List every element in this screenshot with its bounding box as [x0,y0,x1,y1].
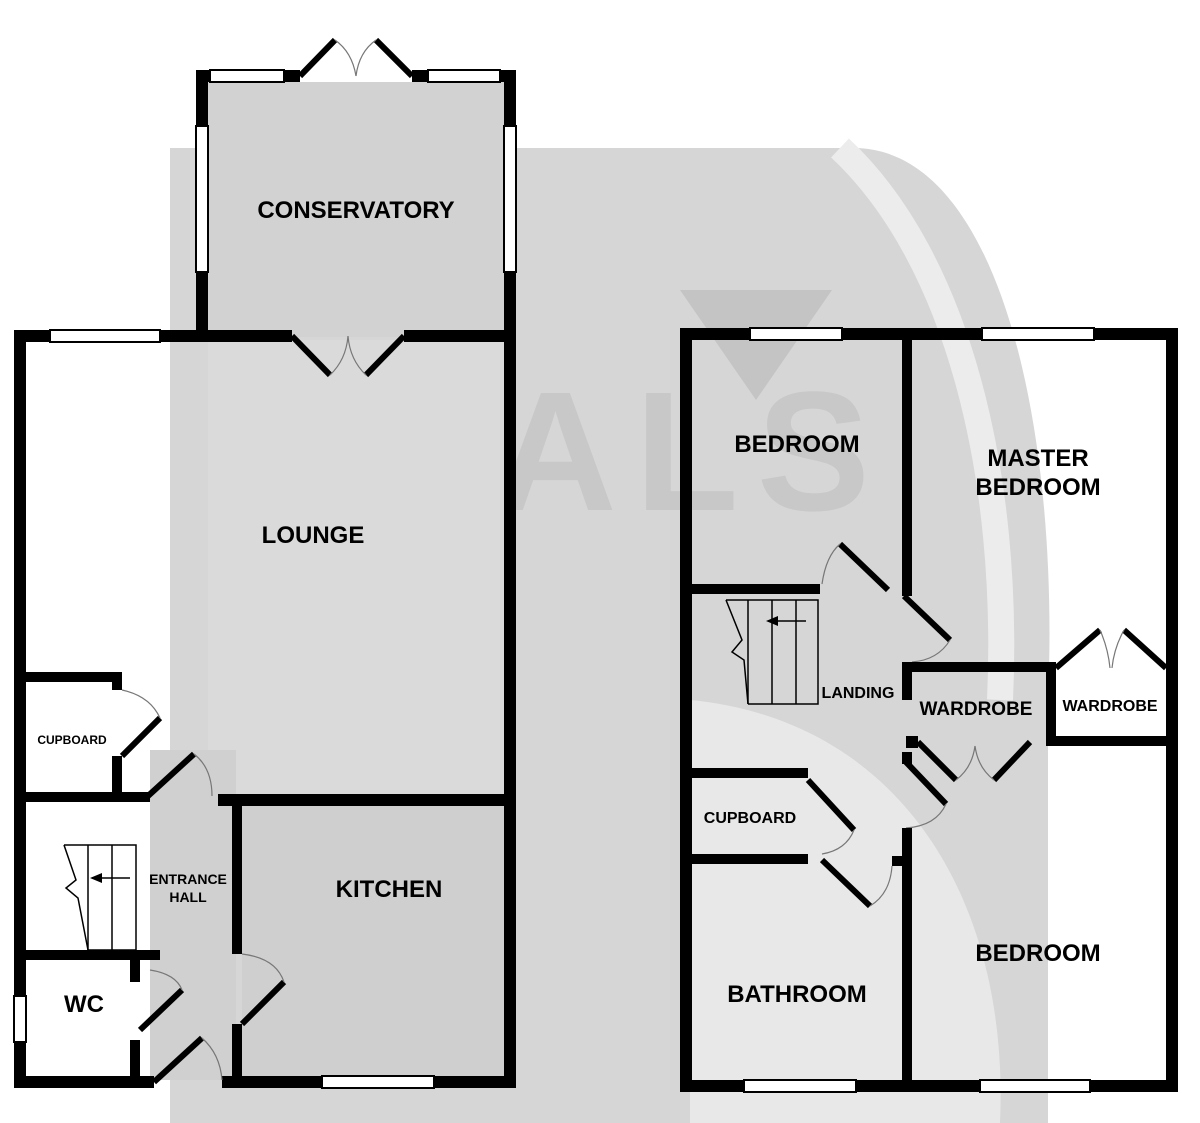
landing-label: LANDING [822,685,895,702]
cupboard-label-first-floor: CUPBOARD [704,810,796,827]
wardrobe-1-label: WARDROBE [920,699,1033,720]
first-floor: BEDROOM MASTER BEDROOM LANDING WARDROBE … [680,327,1178,1093]
kitchen-label: KITCHEN [336,876,443,903]
master-bedroom-label-line2: BEDROOM [975,474,1100,501]
ground-floor: CONSERVATORY LOUNGE CUPBOARD ENTRANCE HA… [13,37,517,1089]
lounge-area [208,340,504,800]
master-bedroom-label-line1: MASTER [987,445,1088,472]
conservatory-label: CONSERVATORY [257,197,454,224]
bedroom-2-label: BEDROOM [975,940,1100,967]
cupboard-label: CUPBOARD [37,733,107,747]
wc-label: WC [64,991,104,1018]
entrance-hall-label-line1: ENTRANCE [149,871,227,887]
kitchen-area [242,806,504,1076]
lounge-label: LOUNGE [262,522,365,549]
bathroom-label: BATHROOM [727,981,867,1008]
conservatory-area [208,82,506,337]
wardrobe-2-label: WARDROBE [1062,698,1157,715]
bedroom-1-label: BEDROOM [734,431,859,458]
entrance-hall-label-line2: HALL [169,889,207,905]
